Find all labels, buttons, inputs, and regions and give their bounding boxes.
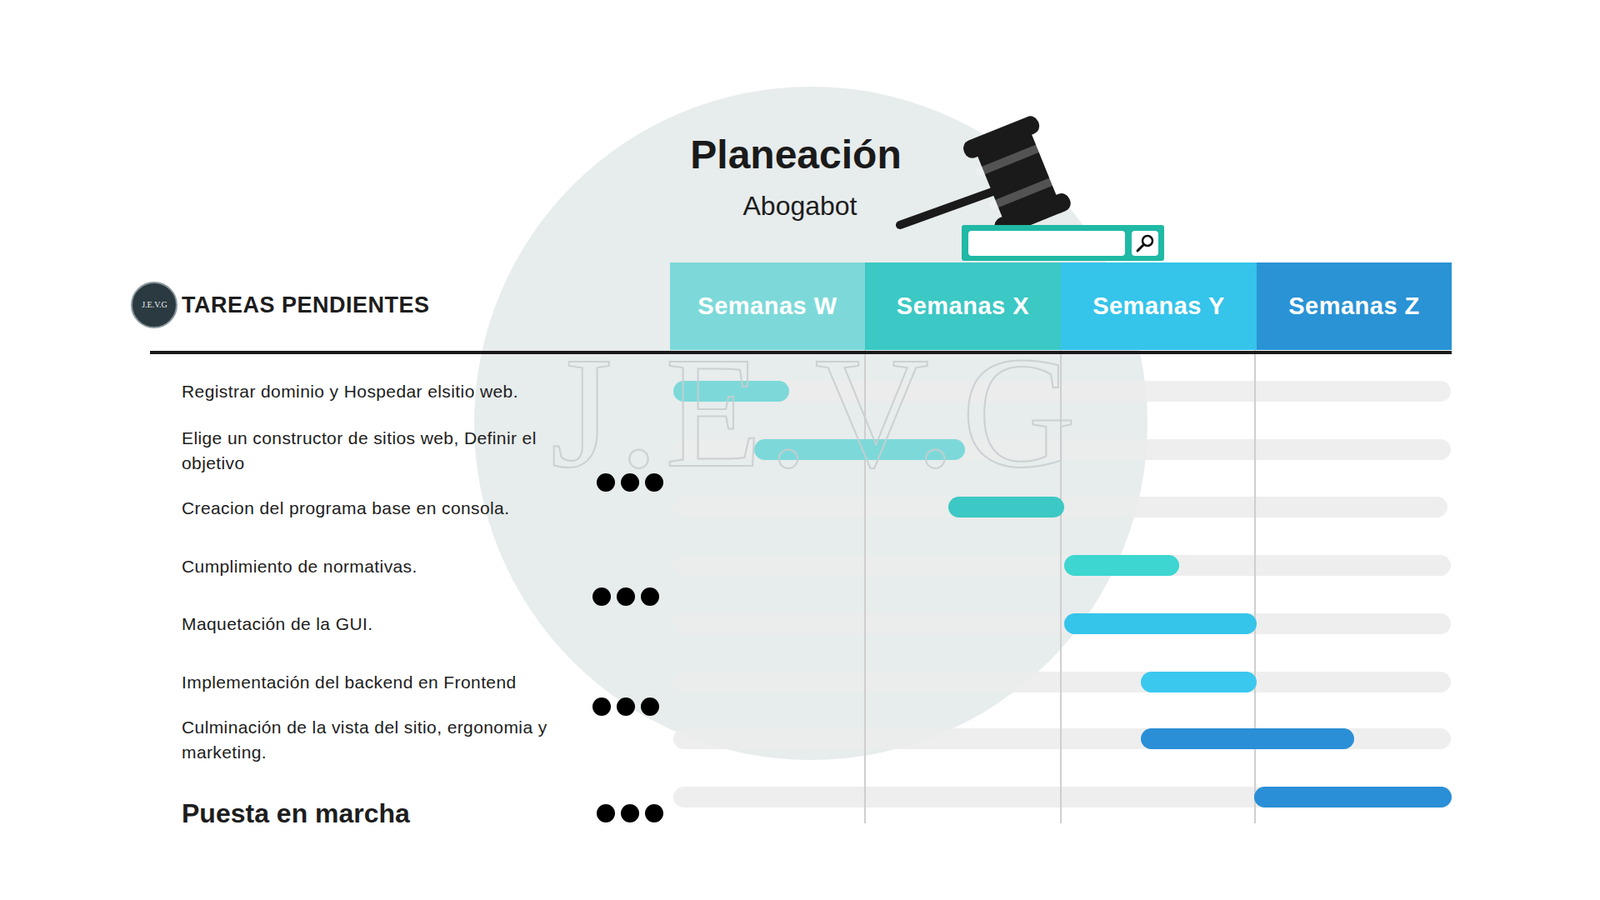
subtitle: Abogabot [716, 186, 884, 225]
watermark-text: J.E.V.G [500, 333, 1134, 492]
header-text: Semanas W [697, 292, 837, 320]
task-name: Creacion del programa base en consola. [181, 495, 590, 521]
header-text: Semanas Z [1288, 292, 1420, 320]
task-name: Culminación de la vista del sitio, ergon… [181, 715, 590, 766]
section-heading: TAREAS PENDIENTES [181, 289, 649, 322]
week-header: Semanas Y [1060, 262, 1257, 350]
gavel-icon [900, 113, 1074, 238]
header-text: Semanas Y [1092, 292, 1225, 320]
logo-text: J.E.V.G [132, 300, 177, 310]
task-name: Registrar dominio y Hospedar elsitio web… [181, 379, 590, 405]
dots [592, 473, 664, 823]
header-text: Semanas X [896, 292, 1030, 320]
task-name: Elige un constructor de sitios web, Defi… [181, 425, 590, 477]
task-name: Maquetación de la GUI. [181, 611, 590, 637]
task-name: Implementación del backend en Frontend [181, 670, 590, 695]
chart-title: Planeación [633, 131, 959, 178]
week-header: Semanas Z [1256, 262, 1452, 350]
milestone-name: Puesta en marcha [181, 794, 582, 833]
task-name: Cumplimiento de normativas. [181, 554, 590, 580]
watermark-circle [474, 86, 1148, 760]
week-header: Semanas X [865, 262, 1061, 350]
logo-badge [131, 282, 177, 328]
search-box [961, 225, 1165, 261]
week-header: Semanas W [670, 262, 865, 350]
